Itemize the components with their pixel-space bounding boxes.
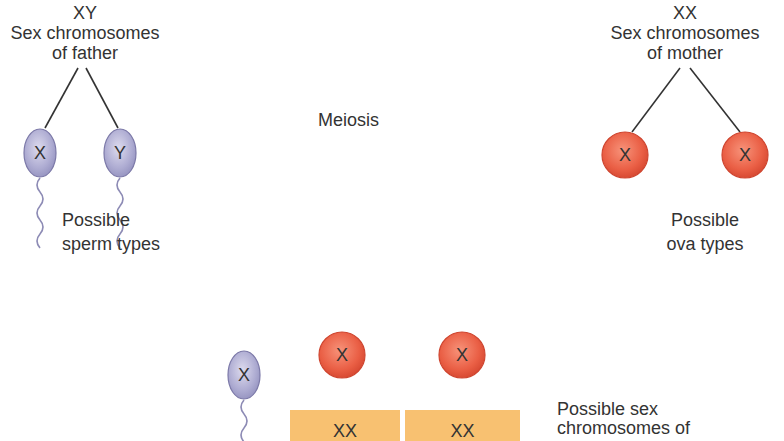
parent-caption: Sex chromosomes of mother bbox=[610, 23, 760, 63]
ovum-shape bbox=[602, 132, 648, 178]
result-label: Possible sex chromosomes of bbox=[557, 400, 697, 438]
sperm-cell: Y bbox=[103, 128, 137, 178]
ovum-cell: X bbox=[318, 331, 366, 379]
parent-caption: Sex chromosomes of father bbox=[10, 23, 160, 63]
branch-line bbox=[690, 68, 740, 132]
sperm-cell: X bbox=[23, 128, 57, 178]
ovum-shape bbox=[722, 132, 768, 178]
chromosome-letter: X bbox=[238, 365, 250, 385]
process-label: Meiosis bbox=[318, 110, 418, 130]
branch-line bbox=[632, 68, 680, 132]
branch-line bbox=[45, 68, 78, 128]
branch-line bbox=[86, 68, 118, 128]
box-fill bbox=[405, 410, 520, 441]
cell-type-label: Possible sperm types bbox=[62, 208, 162, 256]
chromosome-letter: XX bbox=[450, 421, 474, 441]
punnett-cell: XX bbox=[405, 410, 520, 441]
chromosome-letter: X bbox=[619, 145, 631, 165]
sperm-tail bbox=[37, 178, 43, 248]
ovum-shape bbox=[439, 332, 485, 378]
chromosome-letter: XX bbox=[333, 421, 357, 441]
chromosome-label: XX bbox=[635, 3, 735, 23]
box-fill bbox=[290, 410, 400, 441]
ovum-cell: X bbox=[438, 331, 486, 379]
chromosome-label: XY bbox=[35, 3, 135, 23]
sperm-head bbox=[24, 129, 56, 177]
sperm-head bbox=[104, 129, 136, 177]
chromosome-letter: X bbox=[336, 345, 348, 365]
chromosome-letter: X bbox=[34, 143, 46, 163]
sperm-tail bbox=[241, 400, 247, 441]
chromosome-letter: X bbox=[456, 345, 468, 365]
punnett-cell: XX bbox=[290, 410, 400, 441]
sperm-head bbox=[228, 351, 260, 399]
sperm-cell: X bbox=[227, 350, 261, 400]
chromosome-letter: X bbox=[739, 145, 751, 165]
chromosome-letter: Y bbox=[114, 143, 126, 163]
ovum-shape bbox=[319, 332, 365, 378]
ovum-cell: X bbox=[601, 131, 649, 179]
ovum-cell: X bbox=[721, 131, 769, 179]
cell-type-label: Possible ova types bbox=[655, 208, 755, 256]
